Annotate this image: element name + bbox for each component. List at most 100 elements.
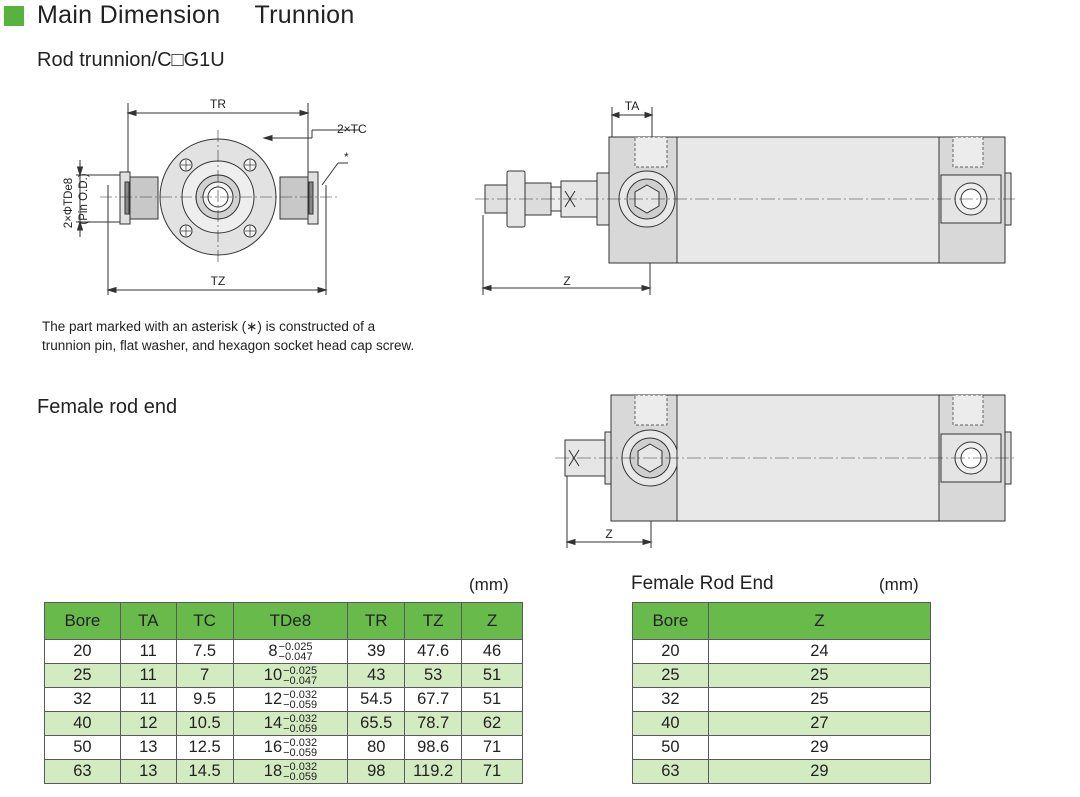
cell-tr: 54.5: [347, 687, 406, 712]
cell-tc: 14.5: [175, 759, 234, 784]
header-z: Z: [461, 602, 523, 640]
label-pin-od: (Pin O.D.): [78, 173, 90, 224]
tde8-lower-tolerance: −0.059: [283, 770, 318, 783]
label-z: Z: [563, 274, 570, 288]
section-title-female-rod-end: Female rod end: [37, 396, 178, 418]
cell-tz: 67.7: [404, 687, 463, 712]
header-tr: TR: [347, 602, 406, 640]
title-trunnion: Trunnion: [254, 1, 355, 29]
female-rod-end-drawing: Z: [555, 394, 1015, 548]
cell-tc: 7: [175, 663, 234, 688]
side-view-drawing: TA Z: [475, 99, 1015, 295]
cell-tde8: 16−0.032−0.059: [232, 735, 349, 760]
cell-z: 25: [707, 687, 932, 712]
cell-ta: 11: [119, 639, 177, 664]
cell-bore: 63: [632, 759, 709, 784]
cell-ta: 13: [119, 735, 177, 760]
tde8-base: 16: [263, 738, 283, 756]
cell-tr: 98: [347, 759, 406, 784]
cell-ta: 11: [119, 663, 177, 688]
cell-z: 27: [707, 711, 932, 736]
cell-bore: 20: [632, 639, 709, 664]
cell-tc: 10.5: [175, 711, 234, 736]
cell-bore: 40: [632, 711, 709, 736]
cell-bore: 63: [44, 759, 121, 784]
cell-tz: 47.6: [404, 639, 463, 664]
tde8-upper-tolerance: −0.032: [283, 736, 318, 749]
female-table-title: Female Rod End: [631, 573, 774, 594]
label-tde8: 2×ΦTDe8: [63, 178, 75, 228]
cell-tz: 119.2: [404, 759, 463, 784]
cell-z: 71: [461, 759, 523, 784]
cell-tde8: 18−0.032−0.059: [232, 759, 349, 784]
section-marker-icon: [4, 6, 24, 26]
tde8-upper-tolerance: −0.025: [278, 640, 313, 653]
page-title: Main Dimension Trunnion: [37, 1, 355, 30]
tde8-lower-tolerance: −0.047: [278, 650, 313, 663]
tde8-lower-tolerance: −0.059: [283, 746, 318, 759]
title-main-dimension: Main Dimension: [37, 1, 221, 29]
front-view-drawing: TR TZ 2×TC * 2×ΦTDe8 (Pin O.D.): [63, 97, 367, 295]
cell-tc: 12.5: [175, 735, 234, 760]
header-tc: TC: [175, 602, 234, 640]
tde8-lower-tolerance: −0.047: [283, 674, 318, 687]
label-z-female: Z: [605, 527, 612, 541]
cell-tde8: 14−0.032−0.059: [232, 711, 349, 736]
tde8-upper-tolerance: −0.032: [283, 760, 318, 773]
tde8-upper-tolerance: −0.032: [283, 712, 318, 725]
cell-z: 24: [707, 639, 932, 664]
cell-tc: 7.5: [175, 639, 234, 664]
cell-z: 51: [461, 687, 523, 712]
cell-bore: 20: [44, 639, 121, 664]
tde8-lower-tolerance: −0.059: [283, 722, 318, 735]
cell-bore: 32: [44, 687, 121, 712]
cell-bore: 50: [44, 735, 121, 760]
cell-z: 51: [461, 663, 523, 688]
cell-tr: 43: [347, 663, 406, 688]
header-tde8: TDe8: [232, 602, 349, 640]
tde8-base: 12: [263, 690, 283, 708]
header-ta: TA: [119, 602, 177, 640]
table-header-row: Bore TA TC TDe8 TR TZ Z: [44, 602, 523, 640]
table-header-row: Bore Z: [632, 602, 932, 640]
header-bore: Bore: [44, 602, 121, 640]
cell-ta: 11: [119, 687, 177, 712]
cell-tde8: 10−0.025−0.047: [232, 663, 349, 688]
cell-tz: 98.6: [404, 735, 463, 760]
label-ta: TA: [625, 99, 639, 113]
header-tz: TZ: [404, 602, 463, 640]
section-title-rod-trunnion: Rod trunnion/C□G1U: [37, 49, 225, 71]
asterisk-note: The part marked with an asterisk (∗) is …: [42, 319, 415, 353]
header-bore: Bore: [632, 602, 709, 640]
cell-tde8: 12−0.032−0.059: [232, 687, 349, 712]
cell-bore: 25: [44, 663, 121, 688]
cell-bore: 50: [632, 735, 709, 760]
main-table-unit: (mm): [469, 575, 509, 594]
cell-bore: 40: [44, 711, 121, 736]
label-asterisk: *: [344, 150, 349, 164]
tde8-upper-tolerance: −0.025: [283, 664, 318, 677]
female-table-unit: (mm): [879, 575, 919, 594]
cell-tde8: 8−0.025−0.047: [232, 639, 349, 664]
cell-z: 29: [707, 759, 932, 784]
cell-bore: 32: [632, 687, 709, 712]
cell-bore: 25: [632, 663, 709, 688]
label-tr: TR: [210, 97, 226, 111]
cell-z: 71: [461, 735, 523, 760]
tde8-lower-tolerance: −0.059: [283, 698, 318, 711]
cell-z: 25: [707, 663, 932, 688]
tde8-upper-tolerance: −0.032: [283, 688, 318, 701]
